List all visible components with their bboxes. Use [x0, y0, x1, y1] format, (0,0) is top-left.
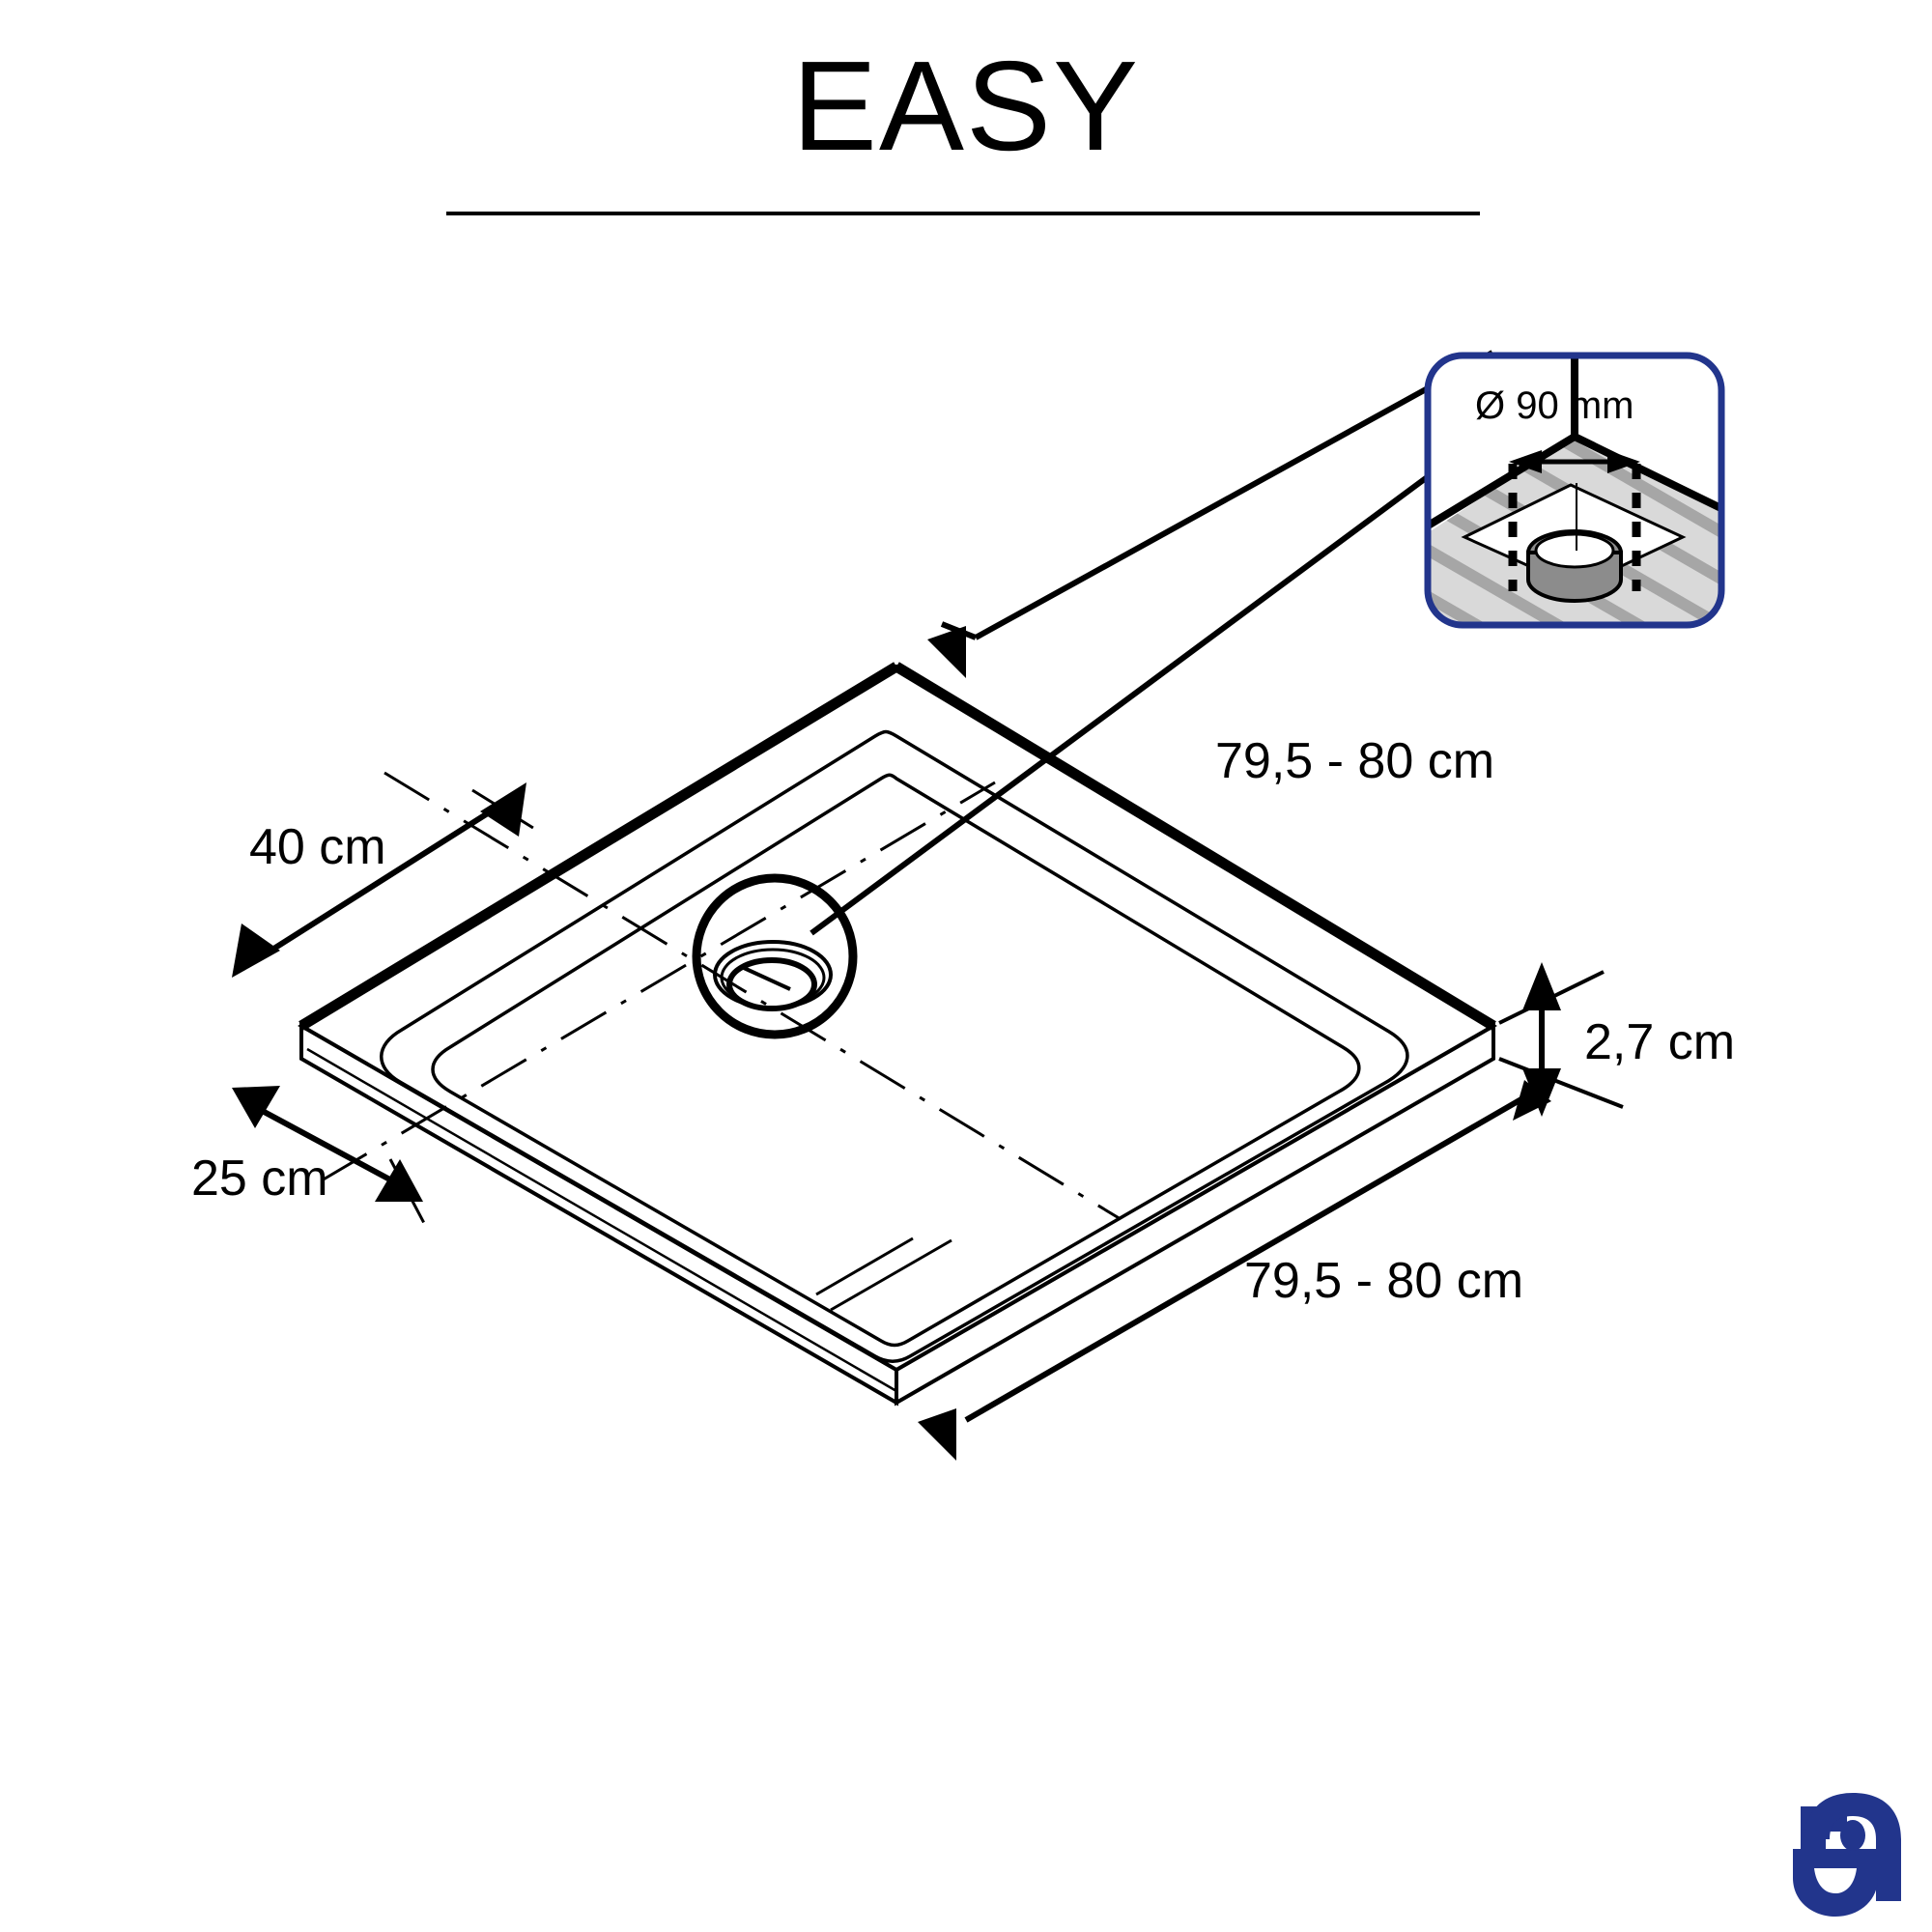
dimension-label-width-top: 79,5 - 80 cm: [1215, 733, 1495, 789]
dim-arrow-40-upper: [480, 782, 526, 837]
brand-logo: [1793, 1793, 1901, 1917]
leader-line-drain-to-inset: [810, 472, 1432, 936]
basin-accent-line-1: [815, 1236, 914, 1296]
ext-line-25: [388, 1158, 427, 1226]
dimension-label-offset-40: 40 cm: [249, 819, 386, 875]
inset-floor-edge-right: [1573, 433, 1719, 526]
dim-arrow-bottom-left: [918, 1408, 956, 1461]
dim-arrow-25-upper: [232, 1086, 280, 1128]
shower-tray: [298, 662, 1497, 1406]
dim-arrow-thickness-up: [1522, 962, 1561, 1010]
dimension-thickness: [1498, 962, 1624, 1117]
dimension-label-thickness: 2,7 cm: [1584, 1014, 1736, 1070]
dim-arrow-40-lower: [232, 923, 280, 978]
tray-edge-top-right: [894, 662, 1496, 1031]
drain-cross-line: [743, 966, 791, 991]
dimension-label-length-bottom: 79,5 - 80 cm: [1244, 1253, 1524, 1309]
dimension-drain-offset-25: [232, 1086, 427, 1226]
title-divider: [446, 212, 1480, 215]
logo-shape-bowl: [1793, 1849, 1878, 1917]
basin-rim-inner: [431, 773, 1361, 1348]
dimension-drain-offset-40: [232, 782, 542, 978]
ext-line-thickness-bottom: [1498, 1057, 1624, 1109]
drain-detail-inset: [1424, 352, 1725, 629]
basin-rim-outer: [380, 729, 1409, 1363]
dimension-length-bottom: [918, 1080, 1551, 1461]
basin-accent-line-2: [830, 1238, 952, 1312]
inset-border: [1424, 352, 1725, 629]
ext-line-40: [471, 788, 542, 835]
dim-arrow-25-lower: [375, 1159, 423, 1202]
inset-drain-opening: [1534, 532, 1615, 569]
logo-shape-drop: [1840, 1820, 1865, 1851]
drain-axis-line-a: [384, 771, 1122, 1221]
dimension-label-offset-25: 25 cm: [191, 1151, 328, 1207]
tray-edge-under-left: [306, 1047, 897, 1393]
drain-assembly: [692, 873, 858, 1039]
tray-edge-top-left: [298, 662, 899, 1031]
page-title: EASY: [791, 35, 1141, 177]
dim-line-25: [242, 1098, 412, 1193]
dim-line-top-right: [974, 350, 1494, 640]
inset-diameter-label: Ø 90 mm: [1475, 384, 1634, 427]
dim-arrow-thickness-down: [1522, 1068, 1561, 1117]
dim-arrow-bottom-right: [1513, 1080, 1551, 1121]
dimension-width-top: [927, 350, 1494, 678]
dim-line-bottom-right: [964, 1094, 1528, 1423]
inset-dia-arrow-left: [1509, 450, 1542, 473]
inset-floor-edge-left: [1430, 433, 1577, 545]
dim-arrow-top-left: [927, 626, 966, 678]
drain-inner-ring: [726, 957, 817, 1011]
drain-axis-line-b: [321, 781, 996, 1182]
dim-line-40: [244, 795, 514, 969]
inset-dia-arrow-right: [1607, 450, 1640, 473]
